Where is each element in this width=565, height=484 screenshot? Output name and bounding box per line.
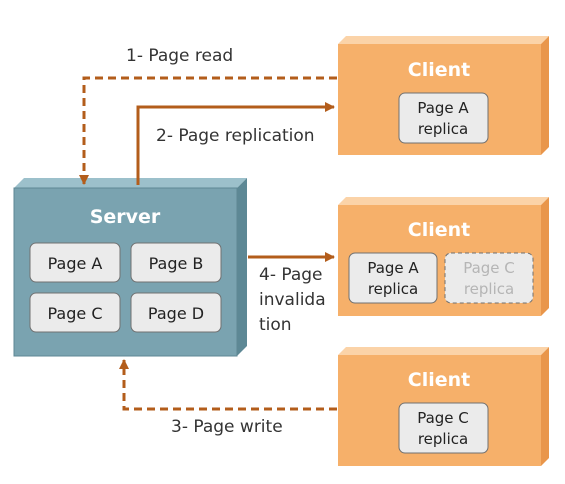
- server-node: Server Page A Page B Page C Page D: [13, 178, 247, 357]
- page-box-b: Page B: [130, 242, 222, 283]
- server-top-face: [14, 178, 247, 188]
- client-title: Client: [408, 219, 470, 241]
- page-box-label: Page D: [148, 304, 204, 323]
- replica-line1: Page C: [463, 259, 515, 277]
- client-node-2: Client Page A replica Page C replica: [338, 197, 549, 316]
- page-box-label: Page A: [48, 254, 103, 273]
- client-title: Client: [408, 369, 470, 391]
- arrow-page-write: [119, 359, 337, 411]
- label-page-invalidation-line3: tion: [259, 315, 292, 335]
- client-top-face: [338, 197, 549, 205]
- client-node-1: Client Page A replica: [338, 36, 549, 155]
- client-side-face: [541, 197, 549, 316]
- replica-box-page-a: Page A replica: [348, 252, 438, 304]
- client-side-face: [541, 36, 549, 155]
- replica-line1: Page A: [417, 99, 469, 117]
- client-side-face: [541, 347, 549, 466]
- client-top-face: [338, 36, 549, 44]
- replica-box-page-a: Page A replica: [398, 92, 489, 144]
- arrow-page-read: [79, 76, 337, 185]
- replica-line2: replica: [464, 280, 514, 298]
- replica-line1: Page A: [367, 259, 419, 277]
- page-box-label: Page B: [149, 254, 204, 273]
- client-node-3: Client Page C replica: [338, 347, 549, 466]
- replica-box-page-c-invalidated: Page C replica: [444, 252, 534, 304]
- server-side-face: [237, 178, 247, 356]
- replica-line2: replica: [368, 280, 418, 298]
- label-page-invalidation-line1: 4- Page: [259, 265, 323, 285]
- page-box-label: Page C: [48, 304, 103, 323]
- arrow-page-replication: [136, 102, 335, 185]
- label-page-invalidation-line2: invalida: [259, 290, 326, 310]
- client-title: Client: [408, 59, 470, 81]
- client-top-face: [338, 347, 549, 355]
- replica-line2: replica: [418, 120, 468, 138]
- label-page-write: 3- Page write: [171, 417, 283, 437]
- replica-line2: replica: [418, 430, 468, 448]
- label-page-read: 1- Page read: [126, 46, 233, 66]
- page-box-a: Page A: [29, 242, 121, 283]
- replica-line1: Page C: [417, 409, 469, 427]
- page-box-d: Page D: [130, 292, 222, 333]
- page-box-c: Page C: [29, 292, 121, 333]
- replica-box-page-c: Page C replica: [398, 402, 489, 454]
- server-title: Server: [90, 206, 161, 228]
- label-page-replication: 2- Page replication: [156, 126, 315, 146]
